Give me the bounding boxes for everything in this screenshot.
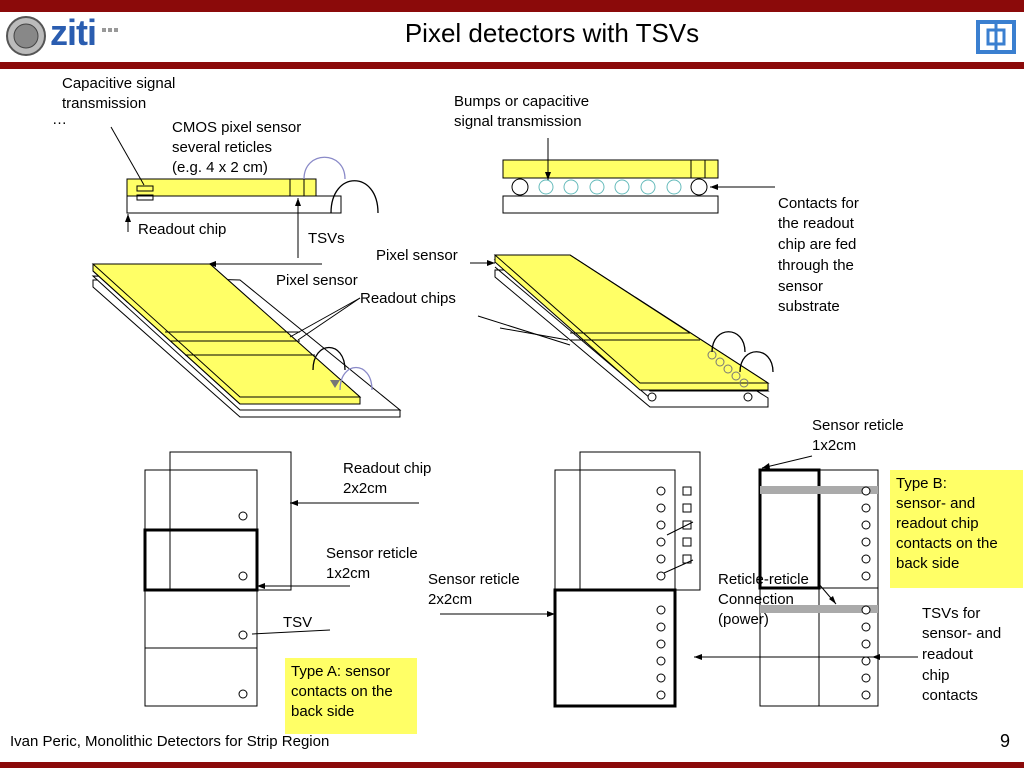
pixel-sensor-left-label: Pixel sensor — [276, 272, 358, 289]
sensor-reticle-1x2-line1: Sensor reticle — [326, 545, 418, 562]
sensor-reticle-2x2-line2: 2x2cm — [428, 591, 473, 608]
pixel-sensor-right-label: Pixel sensor — [376, 247, 458, 264]
sensor-reticle-1x2-line2: 1x2cm — [326, 565, 371, 582]
ziti-dots-icon — [102, 28, 118, 32]
type-a-box: Type A: sensor contacts on the back side — [285, 658, 417, 734]
side-view-right — [502, 138, 775, 214]
type-b-line4: contacts on the — [896, 535, 998, 552]
isometric-left — [91, 261, 402, 418]
university-seal-icon — [6, 16, 46, 56]
sensor-reticle-right-line2: 1x2cm — [812, 437, 857, 454]
capacitive-label-line1: Capacitive signal — [62, 75, 176, 92]
tsvs-for-line2: sensor- and — [922, 625, 1002, 642]
tsvs-for-line3: readout — [922, 646, 973, 663]
page-number: 9 — [999, 731, 1010, 751]
page-title: Pixel detectors with TSVs — [404, 18, 700, 48]
contacts-label-line6: substrate — [778, 298, 840, 315]
type-b-right-layout — [694, 455, 918, 707]
reticle-connection-line2: Connection — [718, 591, 794, 608]
contacts-label-line2: the readout — [778, 215, 854, 232]
type-a-line3: back side — [291, 703, 355, 720]
bumps-label-line2: signal transmission — [454, 113, 582, 130]
reticle-connection-line1: Reticle-reticle — [718, 571, 809, 588]
cmos-label-line2: several reticles — [172, 139, 273, 156]
tsvs-label: TSVs — [308, 230, 345, 247]
reticle-connection-line3: (power) — [718, 611, 769, 628]
isometric-right — [470, 254, 774, 408]
cmos-label-line1: CMOS pixel sensor — [172, 119, 302, 136]
side-view-left — [110, 126, 379, 258]
type-a-line2: contacts on the — [291, 683, 393, 700]
contacts-label-line5: sensor — [778, 278, 824, 295]
type-a-layout — [143, 451, 419, 707]
contacts-label-line3: chip are fed — [778, 236, 857, 253]
readout-chip-label: Readout chip — [138, 221, 227, 238]
capacitive-label-line2: transmission — [62, 95, 147, 112]
ellipsis-label: … — [52, 111, 67, 128]
sensor-reticle-2x2-line1: Sensor reticle — [428, 571, 520, 588]
tsvs-for-line4: chip — [922, 667, 950, 684]
bottom-bar — [0, 762, 1024, 768]
tsv-label: TSV — [283, 614, 313, 631]
cmos-label-line3: (e.g. 4 x 2 cm) — [172, 159, 268, 176]
readout-chips-label: Readout chips — [360, 290, 456, 307]
bumps-label-line1: Bumps or capacitive — [454, 93, 590, 110]
top-bar — [0, 0, 1024, 12]
contacts-label-line4: through the — [778, 257, 854, 274]
right-logo-icon — [976, 20, 1016, 54]
footer-author: Ivan Peric, Monolithic Detectors for Str… — [10, 733, 330, 750]
title-underline — [0, 62, 1024, 69]
type-b-line3: readout chip — [896, 515, 979, 532]
sensor-reticle-right-line1: Sensor reticle — [812, 417, 904, 434]
type-a-line1: Type A: sensor — [291, 663, 391, 680]
tsvs-for-line1: TSVs for — [922, 605, 981, 622]
type-b-middle-layout — [440, 451, 701, 708]
type-b-box: Type B: sensor- and readout chip contact… — [890, 470, 1023, 588]
type-b-line1: Type B: — [896, 475, 947, 492]
contacts-label-line1: Contacts for — [778, 195, 859, 212]
readout-chip-2x2-line1: Readout chip — [343, 460, 432, 477]
tsvs-for-line5: contacts — [922, 687, 978, 704]
readout-chip-2x2-line2: 2x2cm — [343, 480, 388, 497]
type-b-line2: sensor- and — [896, 495, 976, 512]
ziti-logo: ziti — [50, 12, 97, 53]
type-b-line5: back side — [896, 555, 960, 572]
